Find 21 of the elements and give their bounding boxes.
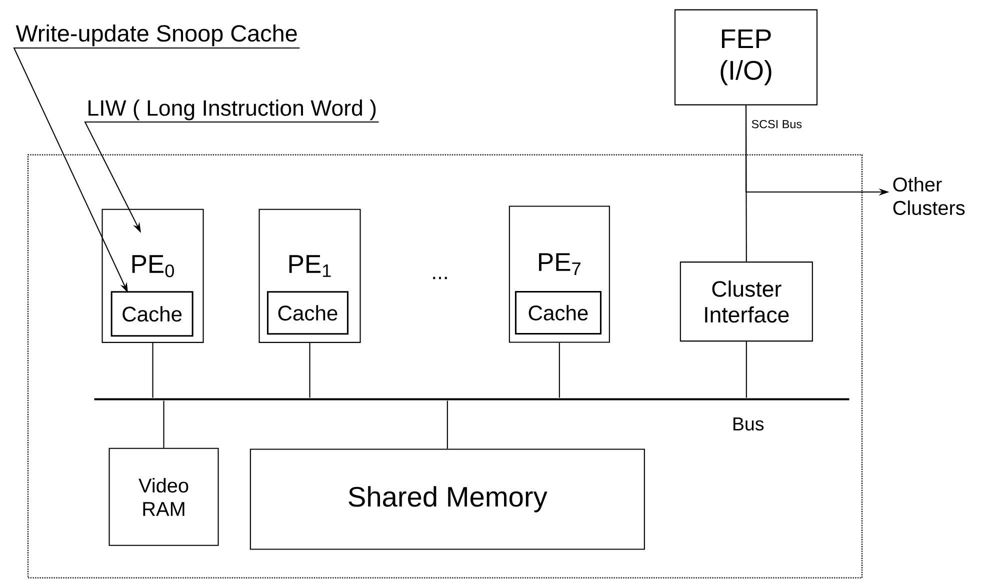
bus-line [94,398,850,400]
interface-box: Cluster Interface [680,262,813,342]
edge-label: SCSI Bus [750,118,804,130]
connector-line [446,400,448,449]
connector-line [309,342,310,398]
ellipsis: ... [433,276,447,280]
connector-line [163,400,164,448]
cache-box: Cache [514,290,602,334]
cache-box: Cache [266,291,348,335]
connector-line [558,342,560,398]
memory-box: Shared Memory [250,448,645,550]
annotation-text: Other Clusters [893,176,965,216]
connector-line [152,342,154,398]
cache-box: Cache [110,291,194,337]
annotation-text: LIW ( Long Instruction Word ) [88,100,376,120]
cluster-frame [27,154,863,578]
fep-box: FEP (I/O) [674,9,818,106]
memory-box: Video RAM [108,448,219,546]
annotation-text: Write-update Snoop Cache [16,24,297,46]
connector-line [746,342,747,398]
bus-label: Bus [734,417,764,431]
